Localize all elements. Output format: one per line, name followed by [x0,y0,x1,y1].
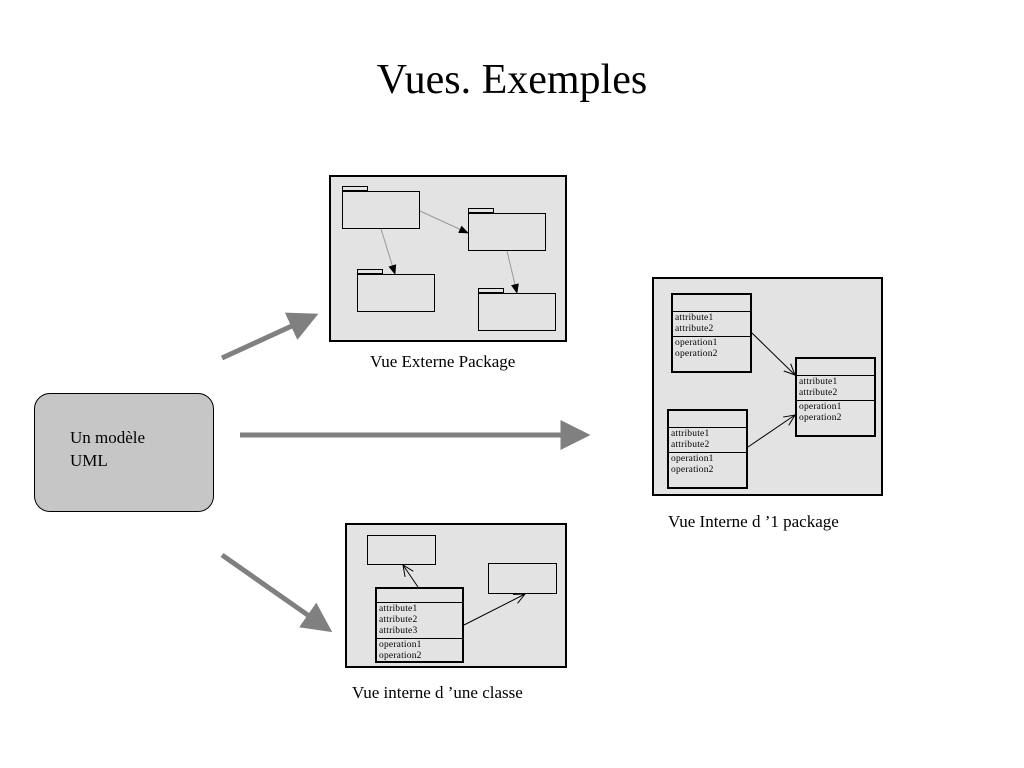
attribute-label: attribute1 [379,604,418,614]
package-dependencies [380,210,519,294]
operation-label: operation2 [379,651,422,661]
class-operations: operation1 operation2 [673,336,750,361]
class-attributes: attribute1 attribute2 attribute3 [377,602,462,638]
external-package-panel [329,175,567,342]
internal-class-panel: attribute1 attribute2 attribute3 operati… [345,523,567,668]
slide-title: Vues. Exemples [376,57,648,103]
class-operations: operation1 operation2 [797,400,874,425]
attribute-label: attribute2 [379,615,418,625]
caption-internal-package: Vue Interne d ’1 package [668,512,839,531]
attribute-label: attribute2 [675,324,714,334]
attribute-label: attribute1 [799,377,838,387]
arrow-to-internal-class [220,552,333,633]
operation-label: operation2 [799,413,842,423]
class-associations [747,332,885,448]
internal-package-panel: attribute1 attribute2 operation1 operati… [652,277,883,496]
package-shape [468,213,546,251]
class-relations [347,525,569,626]
uml-model-box: Un modèle UML [34,393,214,512]
package-shape [342,191,420,229]
attribute-label: attribute3 [379,626,418,636]
operation-label: operation1 [671,454,714,464]
class-box [367,535,436,565]
arrow-to-external-package [220,312,319,361]
operation-label: operation1 [675,338,718,348]
operation-label: operation1 [799,402,842,412]
operation-label: operation2 [675,349,718,359]
model-label-line1: Un modèle [70,428,146,447]
package-tab [357,269,383,274]
uml-class: attribute1 attribute2 operation1 operati… [667,409,748,489]
uml-class: attribute1 attribute2 operation1 operati… [795,357,876,437]
attribute-label: attribute2 [671,440,710,450]
operation-label: operation2 [671,465,714,475]
class-operations: operation1 operation2 [669,452,746,477]
class-attributes: attribute1 attribute2 [797,375,874,400]
class-attributes: attribute1 attribute2 [673,311,750,336]
model-label-line2: UML [70,451,108,470]
attribute-label: attribute1 [675,313,714,323]
uml-class: attribute1 attribute2 operation1 operati… [671,293,752,373]
class-box [488,563,557,594]
package-tab [478,288,504,293]
caption-internal-class: Vue interne d ’une classe [352,683,523,702]
operation-label: operation1 [379,640,422,650]
uml-class: attribute1 attribute2 attribute3 operati… [375,587,464,663]
class-attributes: attribute1 attribute2 [669,427,746,452]
caption-external-package: Vue Externe Package [370,352,516,371]
package-tab [342,186,368,191]
attribute-label: attribute1 [671,429,710,439]
package-tab [468,208,494,213]
class-operations: operation1 operation2 [377,638,462,663]
attribute-label: attribute2 [799,388,838,398]
